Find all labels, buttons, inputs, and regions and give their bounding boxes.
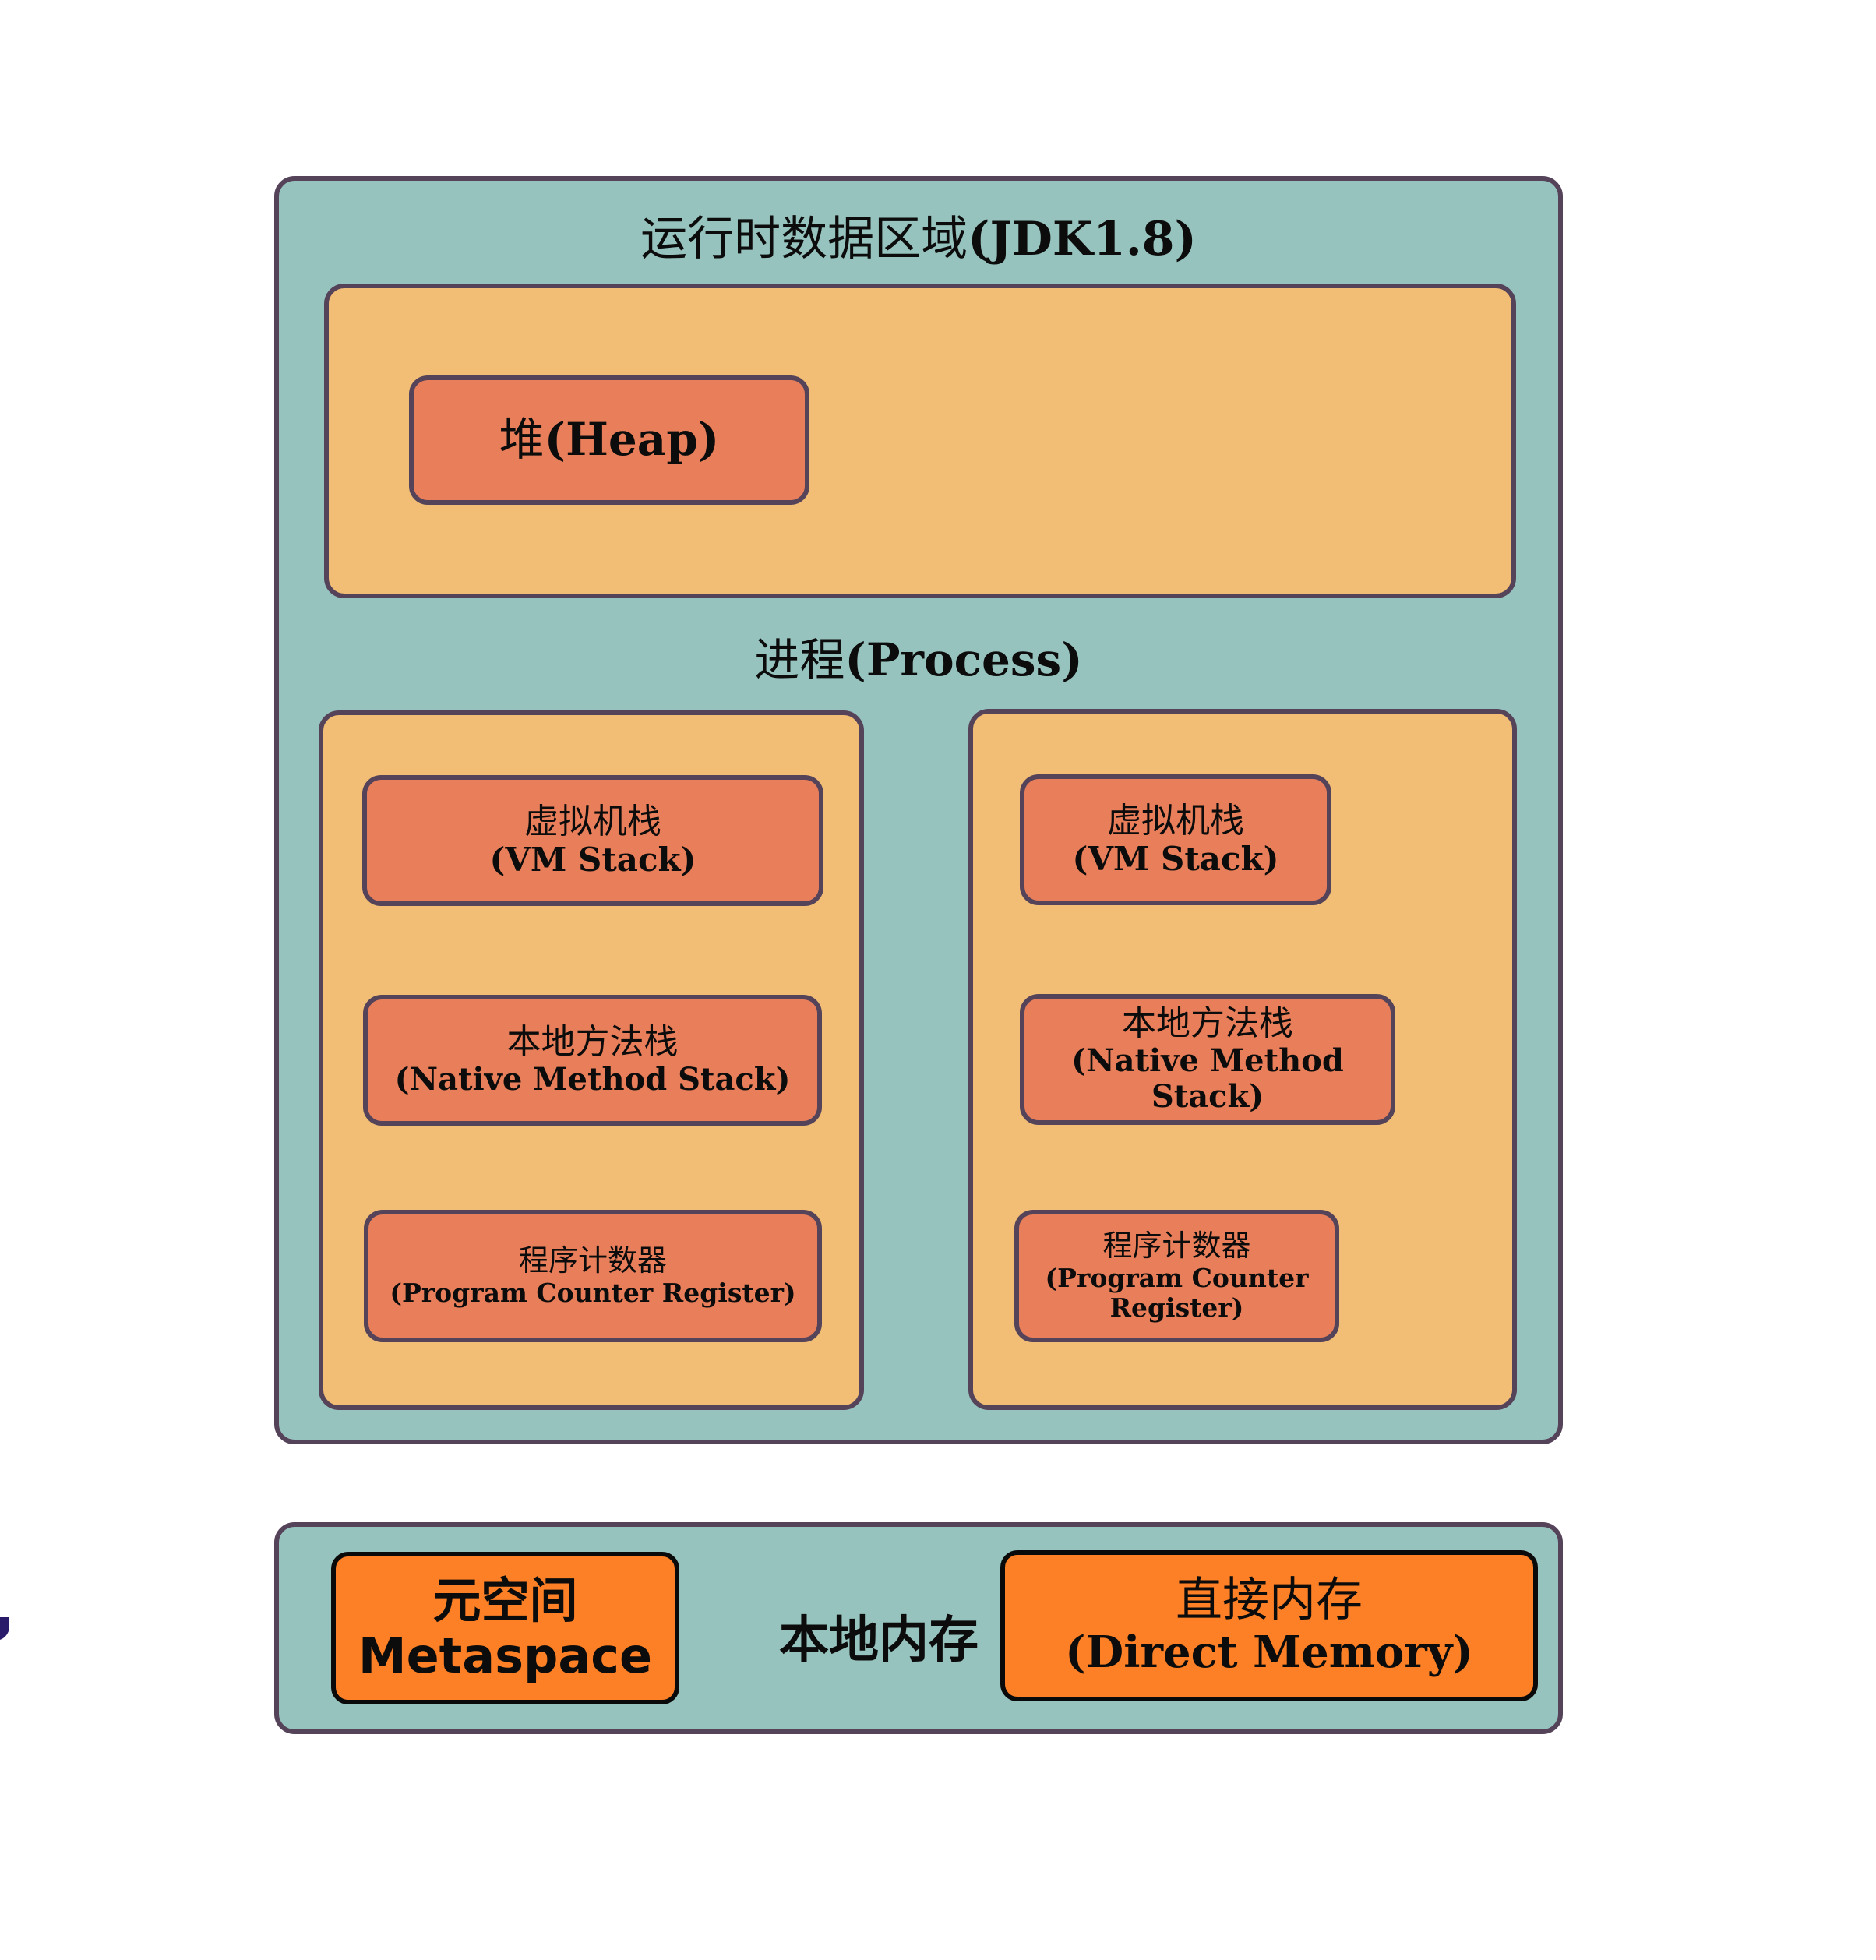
native-stack-cn-1: 本地方法栈 (506, 1021, 679, 1062)
native-stack-cn-2: 本地方法栈 (1122, 1003, 1293, 1043)
process-label-cn: 进程 (754, 633, 845, 686)
vm-stack-en-2: (VM Stack) (1072, 840, 1279, 879)
metaspace-cn: 元空间 (432, 1571, 578, 1629)
heap-label-en: (Heap) (544, 413, 720, 467)
native-method-stack-box-1[interactable]: 本地方法栈 (Native Method Stack) (363, 995, 822, 1126)
vm-stack-box-1[interactable]: 虚拟机栈 (VM Stack) (362, 775, 823, 906)
pc-register-box-2[interactable]: 程序计数器 (Program Counter Register) (1014, 1210, 1339, 1342)
native-method-stack-box-2[interactable]: 本地方法栈 (Native Method Stack) (1020, 994, 1395, 1125)
pc-register-box-1[interactable]: 程序计数器 (Program Counter Register) (364, 1210, 822, 1342)
vm-stack-box-2[interactable]: 虚拟机栈 (VM Stack) (1020, 774, 1331, 905)
native-memory-label: 本地内存 (779, 1612, 979, 1669)
runtime-data-area-title: 运行时数据区域(JDK1.8) (274, 201, 1563, 269)
vm-stack-cn-2: 虚拟机栈 (1107, 800, 1244, 841)
process-label-en: (Process) (845, 633, 1083, 686)
native-stack-en-2: (Native Method Stack) (1071, 1042, 1344, 1116)
vm-stack-en-1: (VM Stack) (489, 841, 696, 880)
metaspace-en: Metaspace (358, 1627, 653, 1684)
pc-register-cn-2: 程序计数器 (1102, 1229, 1251, 1264)
pc-register-cn-1: 程序计数器 (518, 1243, 667, 1278)
direct-memory-en: (Direct Memory) (1065, 1627, 1473, 1679)
runtime-title-en: (JDK1.8) (968, 212, 1197, 266)
runtime-title-cn: 运行时数据区域 (640, 212, 968, 266)
metaspace-box[interactable]: 元空间 Metaspace (331, 1552, 679, 1704)
direct-memory-cn: 直接内存 (1176, 1573, 1363, 1628)
pc-register-en-1: (Program Counter Register) (390, 1277, 796, 1308)
vm-stack-cn-1: 虚拟机栈 (524, 801, 661, 841)
pc-register-en-2: (Program Counter Register) (1045, 1262, 1309, 1323)
partial-glyph-fragment (0, 1617, 9, 1641)
heap-label-cn: 堆 (499, 413, 545, 467)
heap-box[interactable]: 堆(Heap) (409, 375, 809, 505)
process-label: 进程(Process) (274, 623, 1563, 689)
native-stack-en-1: (Native Method Stack) (394, 1061, 791, 1098)
direct-memory-box[interactable]: 直接内存 (Direct Memory) (1000, 1550, 1538, 1701)
